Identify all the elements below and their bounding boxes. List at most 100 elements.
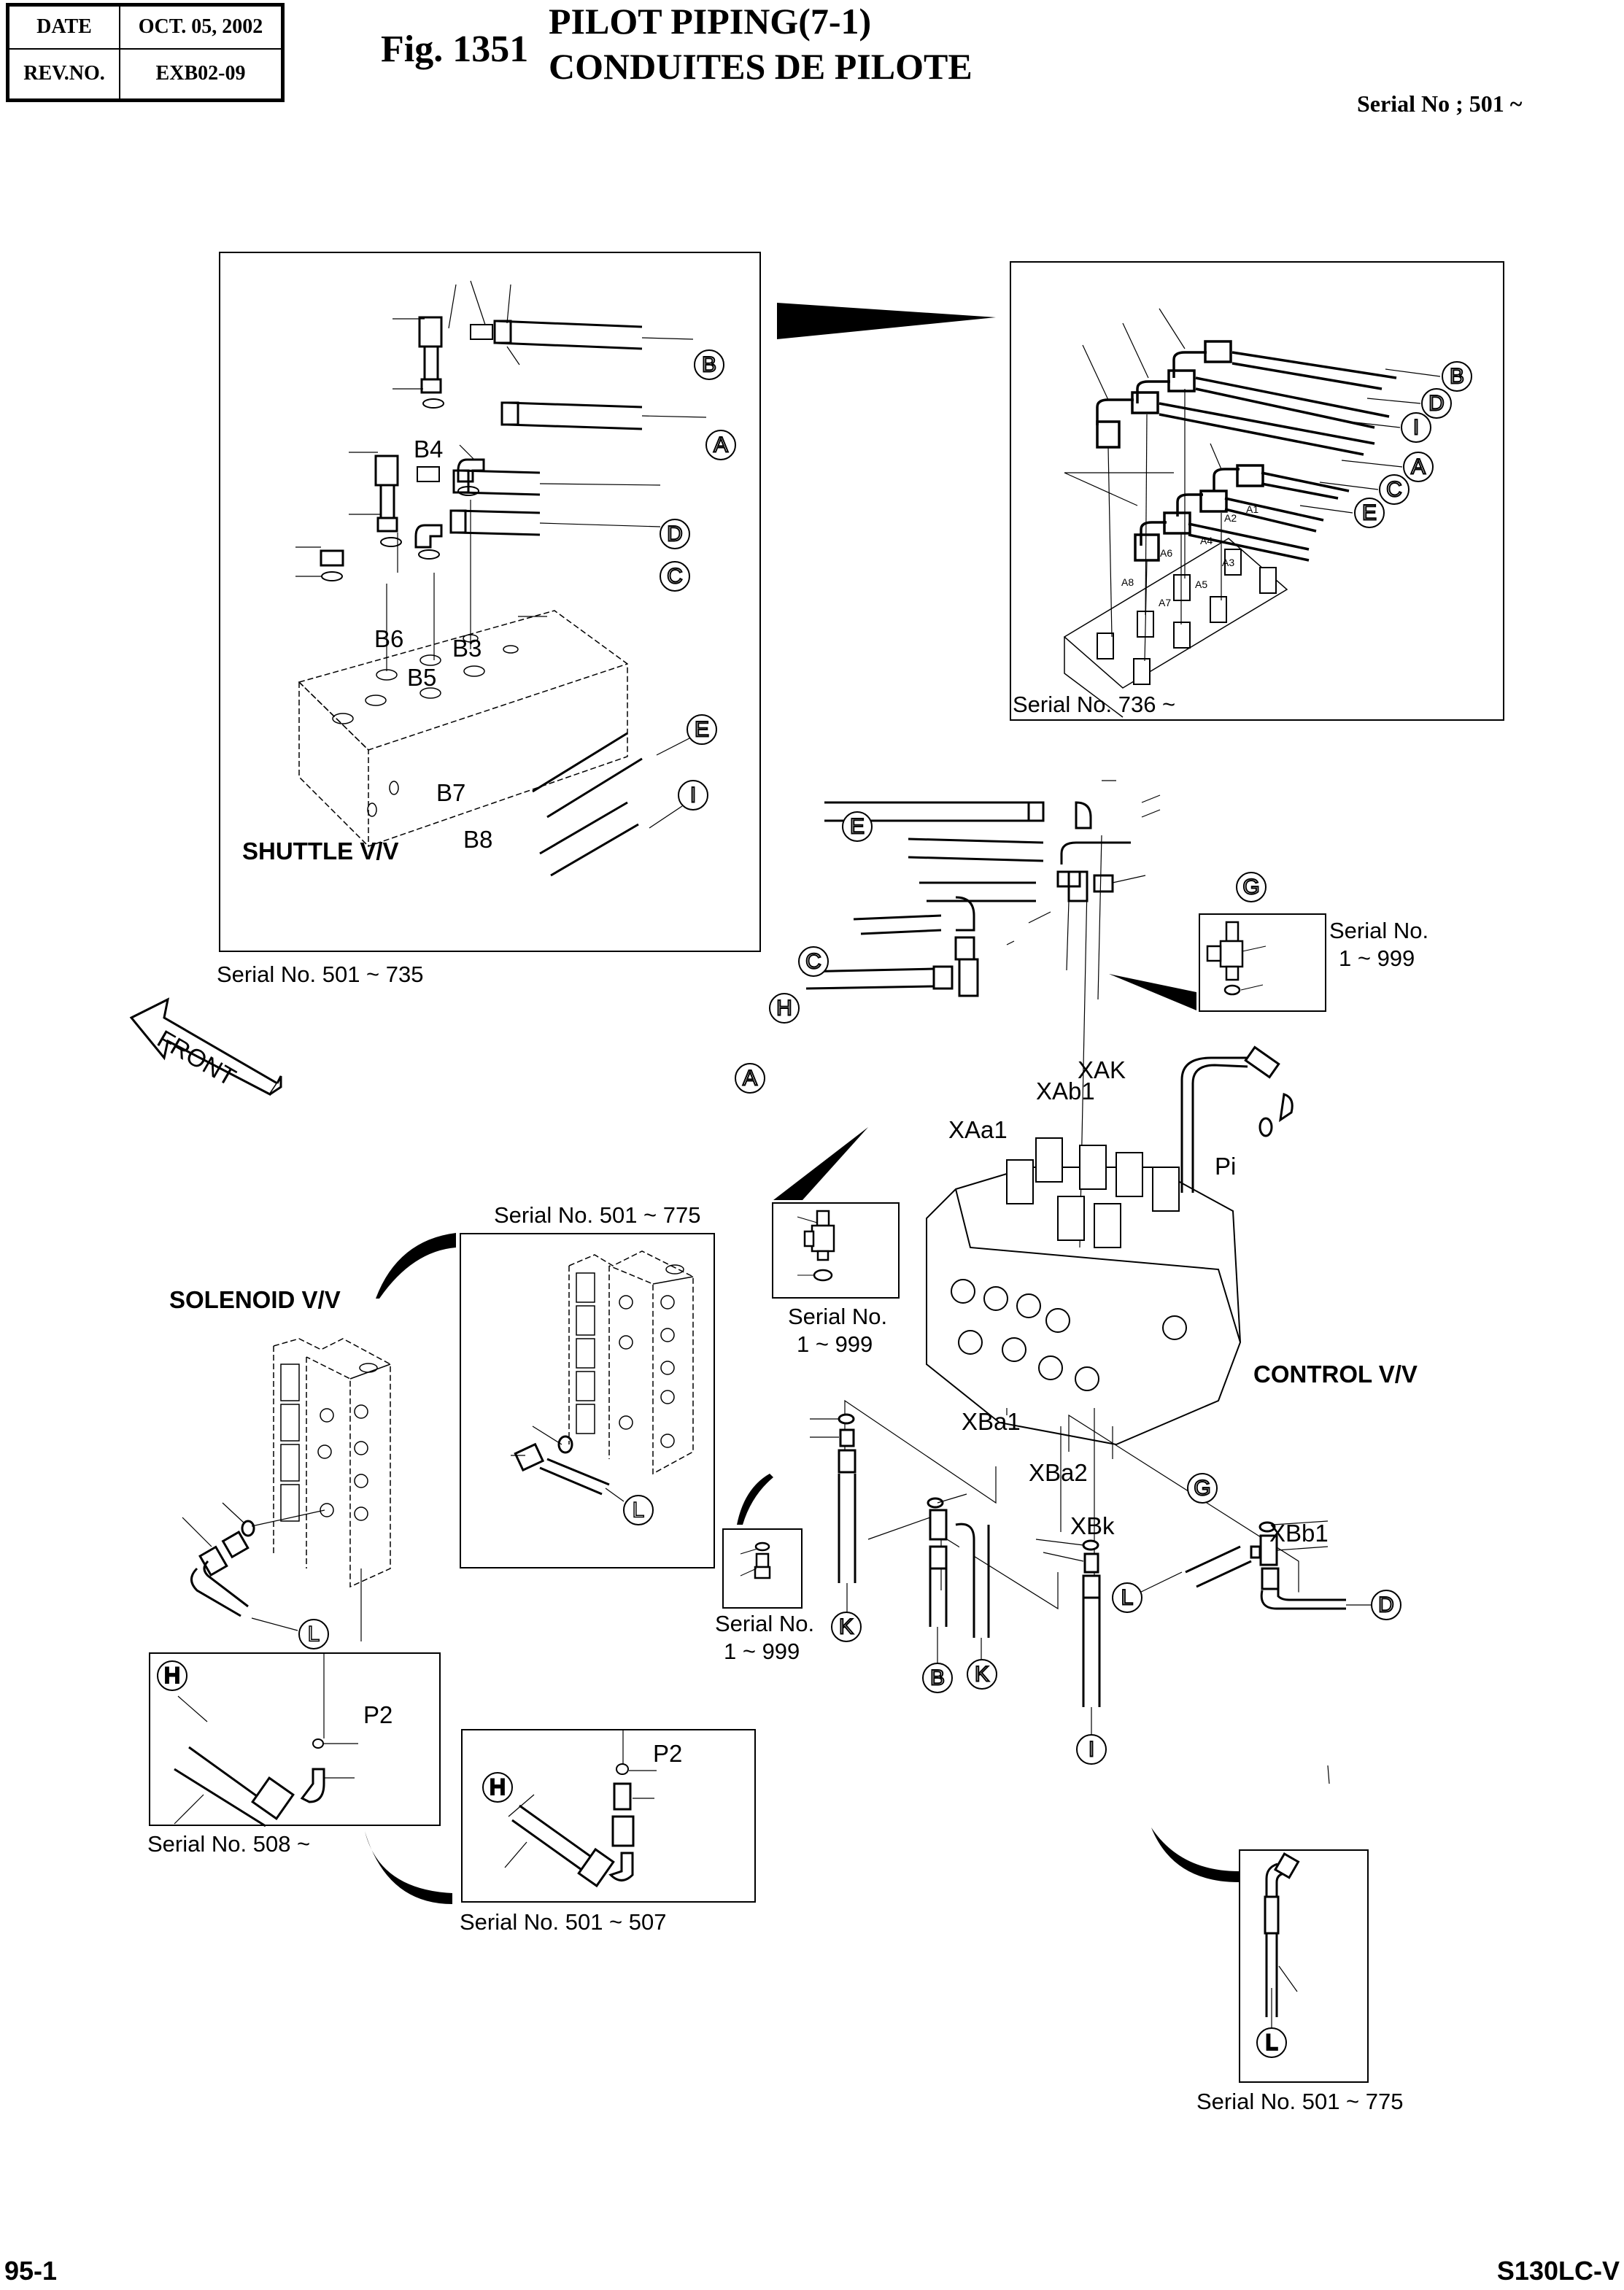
pilot-pi-hose	[1180, 1045, 1294, 1193]
port-a1: A1	[1246, 503, 1259, 515]
port-xba2: XBa2	[1029, 1459, 1088, 1486]
callout-b: B	[1442, 361, 1472, 392]
port-b7: B7	[436, 779, 466, 806]
callout-d-label: D	[1428, 392, 1445, 416]
callout-k: K	[967, 1659, 997, 1690]
callout-i: I	[678, 780, 708, 811]
model-name: S130LC-V	[1496, 2256, 1620, 2286]
callout-b-label: B	[930, 1666, 945, 1690]
p2-inset-old	[461, 1729, 756, 1903]
callout-e-label: E	[850, 815, 865, 839]
port-xaa1: XAa1	[948, 1116, 1008, 1143]
port-pi: Pi	[1215, 1153, 1237, 1180]
solenoid-inset	[460, 1233, 715, 1568]
control-valve-body	[926, 1137, 1242, 1446]
port-p2-old: P2	[653, 1740, 683, 1767]
tee-inset-upper	[1199, 913, 1326, 1012]
callout-a-label: A	[714, 433, 728, 457]
tee-inset-upper-caption-2: 1 ~ 999	[1339, 945, 1415, 971]
port-xab1: XAb1	[1036, 1078, 1095, 1105]
l-inset-caption: Serial No. 501 ~ 775	[1196, 2089, 1404, 2114]
callout-d-label: D	[667, 522, 683, 546]
callout-l-label: L	[308, 1622, 320, 1647]
front-arrow-icon	[129, 997, 282, 1096]
tee-inset-lower-caption-2: 1 ~ 999	[724, 1639, 800, 1664]
control-valve-label: CONTROL V/V	[1253, 1361, 1418, 1388]
adapter-fitting-icon	[740, 1542, 771, 1579]
tee-inset-upper-caption-1: Serial No.	[1329, 918, 1429, 943]
callout-h-label: H	[164, 1664, 180, 1688]
callout-b-label: B	[702, 353, 716, 377]
revision-info-table: DATE OCT. 05, 2002 REV.NO. EXB02-09	[6, 3, 285, 102]
callout-i-label: I	[1413, 416, 1419, 440]
port-b6: B6	[374, 625, 404, 652]
pointer-wedge-icon	[773, 1127, 868, 1200]
control-upper-callouts: E G C H A	[735, 811, 1267, 1094]
solenoid-valve-label: SOLENOID V/V	[169, 1286, 341, 1313]
p2-inset-new	[149, 1652, 441, 1826]
pointer-wedge-icon	[365, 1831, 452, 1904]
port-b8: B8	[463, 826, 493, 853]
shuttle-valve-inset	[219, 252, 761, 952]
manifold-callouts: B D I A C E	[1354, 361, 1472, 528]
l-inset-callout: L	[1256, 2027, 1287, 2058]
callout-c: C	[798, 946, 829, 977]
manifold-inset	[1010, 261, 1504, 721]
callout-h-label: H	[776, 997, 792, 1021]
l-inset	[1239, 1849, 1369, 2083]
callout-b: B	[922, 1663, 953, 1693]
solenoid-inset-caption: Serial No. 501 ~ 775	[494, 1202, 701, 1228]
callout-i: I	[1076, 1734, 1107, 1765]
callout-l-label: L	[1266, 2031, 1278, 2055]
port-xbk: XBk	[1070, 1512, 1115, 1539]
shuttle-valve-drawing: B A D C E I	[295, 280, 736, 877]
shuttle-valve-label: SHUTTLE V/V	[242, 838, 399, 864]
callout-i-label: I	[690, 784, 696, 808]
pointer-wedge-icon	[737, 1474, 773, 1525]
callout-a-label: A	[743, 1067, 757, 1091]
pointer-wedge-icon	[1151, 1827, 1239, 1882]
callout-g-label: G	[1242, 875, 1259, 900]
port-a6: A6	[1160, 547, 1173, 559]
port-xak: XAK	[1078, 1056, 1126, 1083]
date-label: DATE	[7, 4, 120, 50]
callout-k-label: K	[839, 1615, 854, 1639]
control-valve-upper-drawing: E G C H A	[735, 780, 1267, 1248]
port-p2-new: P2	[363, 1701, 393, 1728]
port-a7: A7	[1159, 597, 1172, 608]
solenoid-inset-drawing: L	[511, 1250, 694, 1525]
callout-b-label: B	[1450, 365, 1464, 389]
port-a3: A3	[1222, 557, 1235, 568]
callout-g: G	[1236, 872, 1267, 902]
page-title: PILOT PIPING(7-1)	[549, 1, 872, 42]
port-a4: A4	[1200, 535, 1213, 546]
serial-range: Serial No ; 501 ~	[1357, 90, 1523, 117]
solenoid-inset-callout-l: L	[623, 1495, 654, 1525]
tee-fitting-icon	[797, 1210, 835, 1282]
callout-l: L	[1112, 1582, 1142, 1613]
callout-l-label: L	[633, 1498, 645, 1523]
p2-new-callout-h: H	[157, 1660, 187, 1691]
manifold-drawing: B D I A C E	[1063, 308, 1472, 718]
p2-inset-new-drawing: H	[157, 1652, 358, 1827]
callout-a: A	[735, 1063, 765, 1094]
tee-inset-middle	[772, 1202, 900, 1299]
figure-number: Fig. 1351	[381, 28, 529, 70]
pointer-wedge-icon	[1109, 974, 1196, 1010]
manifold-inset-caption: Serial No. 736 ~	[1013, 692, 1176, 717]
callout-k-label: K	[975, 1663, 989, 1687]
control-valve-lower-drawing: G K K B I L D	[810, 1399, 1401, 1784]
tee-inset-lower-caption-1: Serial No.	[715, 1611, 815, 1636]
p2-old-callout-h: H	[482, 1772, 513, 1803]
port-xba1: XBa1	[962, 1408, 1021, 1435]
p2-new-caption: Serial No. 508 ~	[147, 1831, 311, 1857]
callout-h-label: H	[490, 1776, 506, 1800]
port-a8: A8	[1121, 576, 1134, 588]
date-value: OCT. 05, 2002	[119, 4, 284, 50]
port-b4: B4	[414, 436, 444, 463]
callout-d: D	[1371, 1590, 1401, 1620]
tee-inset-lower	[722, 1528, 803, 1609]
callout-g: G	[1187, 1473, 1218, 1504]
p2-inset-old-drawing: H	[482, 1729, 657, 1888]
solenoid-callout-l: L	[298, 1619, 329, 1649]
